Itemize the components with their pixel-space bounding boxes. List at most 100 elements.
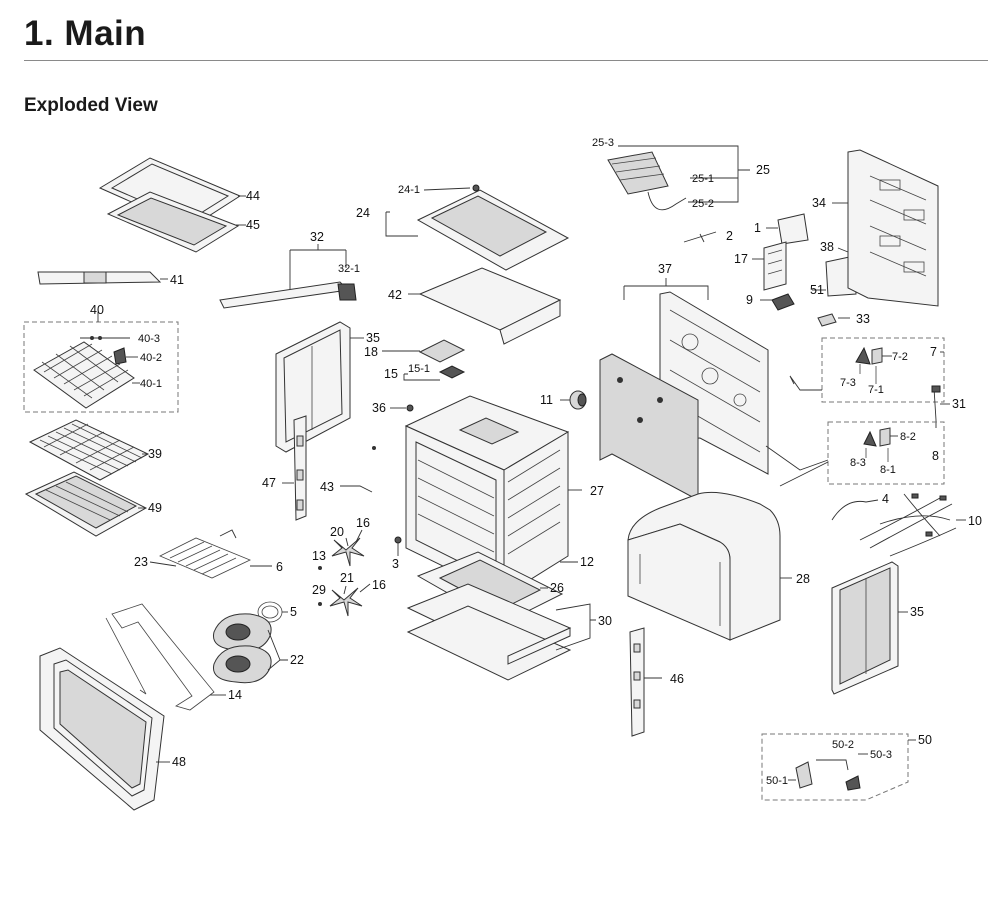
- callout-25-3: 25-3: [592, 137, 614, 149]
- part-40-1-basket: [33, 341, 135, 409]
- callout-26: 26: [550, 581, 564, 595]
- callout-14: 14: [228, 688, 242, 702]
- callout-8-2: 8-2: [900, 431, 916, 443]
- callout-48: 48: [172, 755, 186, 769]
- part-47-bracket: [293, 415, 307, 521]
- callout-50-2: 50-2: [832, 739, 854, 751]
- part-46-side-rail: [629, 627, 645, 737]
- part-34-back-panel: [847, 149, 939, 307]
- part-48-door: [39, 647, 165, 811]
- part-36-screw: [406, 404, 414, 412]
- callout-22: 22: [290, 653, 304, 667]
- callout-39: 39: [148, 447, 162, 461]
- callout-27: 27: [590, 484, 604, 498]
- part-27-oven-cavity: [404, 395, 570, 597]
- callout-30: 30: [598, 614, 612, 628]
- part-10-main-harness: [859, 493, 957, 557]
- part-23-bake-element: [159, 529, 251, 579]
- callout-5: 5: [290, 605, 297, 619]
- callout-32-1: 32-1: [338, 263, 360, 275]
- part-15-sensor: [438, 365, 466, 379]
- part-28-outer-cabinet: [627, 491, 781, 641]
- part-41-bar: [37, 271, 162, 285]
- callout-16-upper: 16: [356, 516, 370, 530]
- callout-1: 1: [754, 221, 761, 235]
- callout-24-1: 24-1: [398, 184, 420, 196]
- callout-4: 4: [882, 492, 889, 506]
- part-4-harness: [831, 499, 879, 521]
- callout-7-3: 7-3: [840, 377, 856, 389]
- part-45-tray-bottom: [106, 191, 240, 253]
- callout-9: 9: [746, 293, 753, 307]
- callout-40-3: 40-3: [138, 333, 160, 345]
- part-49-sliding-rack: [24, 471, 148, 537]
- part-9-connector: [771, 293, 795, 311]
- callout-46: 46: [670, 672, 684, 686]
- callout-37: 37: [658, 262, 672, 276]
- part-1-board: [777, 213, 809, 245]
- callout-8: 8: [932, 449, 939, 463]
- part-21-fan-blade: [329, 587, 363, 617]
- part-3-screw: [394, 536, 402, 544]
- callout-40-1: 40-1: [140, 378, 162, 390]
- callout-44: 44: [246, 189, 260, 203]
- callout-50-1: 50-1: [766, 775, 788, 787]
- callout-24: 24: [356, 206, 370, 220]
- part-22-fan-cover-a: [212, 613, 272, 652]
- callout-20: 20: [330, 525, 344, 539]
- callout-33: 33: [856, 312, 870, 326]
- callout-labels: 44 45 41 40 40-3 40-2 40-1 39 49 23 6 5 …: [90, 137, 982, 787]
- callout-11: 11: [540, 393, 553, 407]
- part-30-bottom-panel: [406, 583, 572, 681]
- callout-7: 7: [930, 345, 937, 359]
- callout-17: 17: [734, 252, 748, 266]
- callout-41: 41: [170, 273, 184, 287]
- part-39-rack: [28, 419, 150, 481]
- part-14-door-gasket: [105, 603, 215, 711]
- callout-16-lower: 16: [372, 578, 386, 592]
- part-11-knob: [569, 390, 587, 410]
- callout-2: 2: [726, 229, 733, 243]
- part-18-plate: [418, 339, 466, 363]
- callout-8-1: 8-1: [880, 464, 896, 476]
- callout-35-left: 35: [366, 331, 380, 345]
- callout-25-2: 25-2: [692, 198, 714, 210]
- callout-10: 10: [968, 514, 982, 528]
- callout-50: 50: [918, 733, 932, 747]
- part-22-fan-cover-b: [212, 645, 272, 684]
- title-divider: [24, 60, 988, 61]
- callout-36: 36: [372, 401, 386, 415]
- callout-13: 13: [312, 549, 326, 563]
- callout-31: 31: [952, 397, 966, 411]
- part-42-cover: [418, 267, 562, 345]
- part-24-top-bracket: [416, 189, 570, 271]
- callout-32: 32: [310, 230, 324, 244]
- part-20-fan-blade: [331, 537, 365, 567]
- callout-25-1: 25-1: [692, 173, 714, 185]
- section-title: 1. Main: [24, 14, 147, 53]
- callout-25: 25: [756, 163, 770, 177]
- callout-8-3: 8-3: [850, 457, 866, 469]
- callout-34: 34: [812, 196, 826, 210]
- part-2-wire: [683, 231, 717, 243]
- callout-45: 45: [246, 218, 260, 232]
- callout-29: 29: [312, 583, 326, 597]
- callout-40: 40: [90, 303, 104, 317]
- part-25-assembly: [607, 151, 687, 211]
- callout-15: 15: [384, 367, 398, 381]
- part-8-assembly: [863, 427, 891, 462]
- callout-23: 23: [134, 555, 148, 569]
- callout-18: 18: [364, 345, 378, 359]
- callout-49: 49: [148, 501, 162, 515]
- part-32-rail: [219, 281, 357, 309]
- callout-38: 38: [820, 240, 834, 254]
- part-31-wire: [931, 385, 941, 428]
- callout-51: 51: [810, 283, 824, 297]
- part-43-probe: [340, 485, 373, 493]
- callout-6: 6: [276, 560, 283, 574]
- part-40-2-clip: [113, 347, 127, 365]
- callout-42: 42: [388, 288, 402, 302]
- callout-12: 12: [580, 555, 594, 569]
- callout-47: 47: [262, 476, 276, 490]
- part-7-assembly: [855, 346, 883, 384]
